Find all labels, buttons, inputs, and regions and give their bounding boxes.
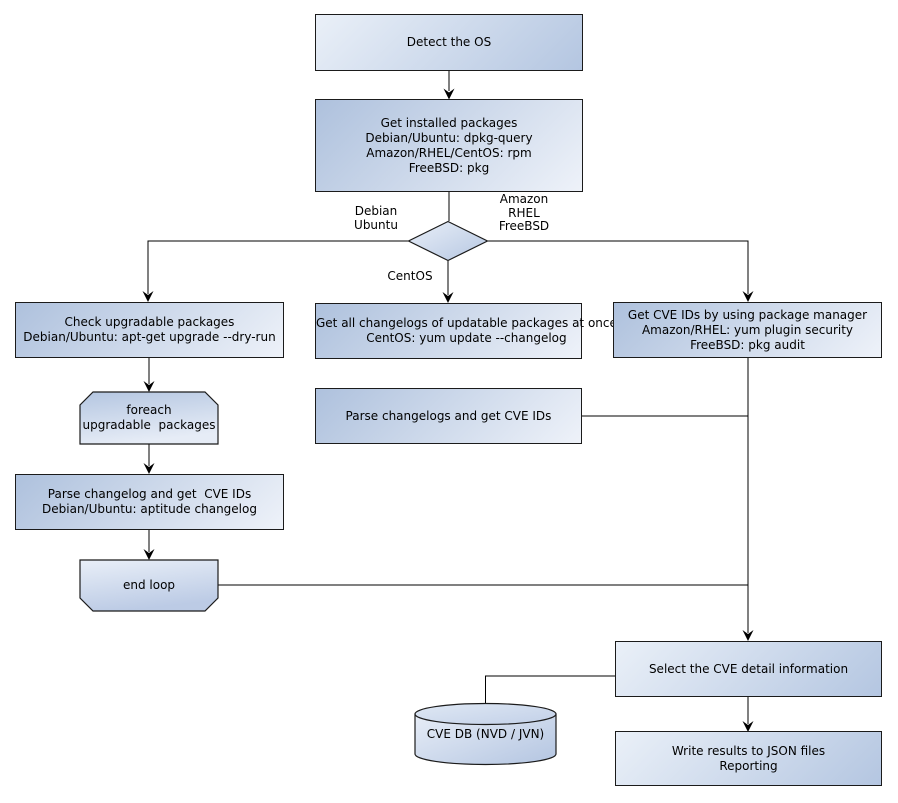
connector-decision-to-getcve — [487, 240, 749, 294]
arrowhead-into-write — [742, 721, 754, 732]
node-parse-changelog: Parse changelog and get CVE IDs Debian/U… — [15, 474, 284, 530]
arrowhead-into-parse — [143, 463, 155, 474]
node-get-all-changelogs: Get all changelogs of updatable packages… — [315, 303, 617, 359]
node-parse-changelog-label: Parse changelog and get CVE IDs Debian/U… — [42, 487, 257, 516]
loop-end-shape — [79, 559, 219, 612]
edge-label-amazon-rhel-freebsd: Amazon RHEL FreeBSD — [498, 192, 550, 233]
edge-label-centos: CentOS — [387, 269, 433, 283]
node-write-results-label: Write results to JSON files Reporting — [671, 743, 826, 773]
database-cylinder-body — [414, 714, 557, 766]
node-get-cve-ids: Get CVE IDs by using package manager Ama… — [613, 302, 882, 358]
arrowhead-into-installed — [443, 88, 455, 100]
node-detect-os: Detect the OS — [315, 14, 583, 71]
connector-cvedb-to-select — [485, 675, 615, 704]
node-get-all-changelogs-label: Get all changelogs of updatable packages… — [316, 316, 617, 345]
node-select-cve-detail-label: Select the CVE detail information — [648, 661, 849, 676]
arrowhead-into-foreach — [143, 381, 155, 392]
database-cylinder-top — [414, 702, 557, 726]
node-get-cve-ids-label: Get CVE IDs by using package manager Ama… — [627, 307, 868, 352]
connector-decision-to-check — [147, 240, 409, 294]
node-select-cve-detail: Select the CVE detail information — [615, 641, 882, 697]
node-parse-changelogs: Parse changelogs and get CVE IDs — [315, 388, 582, 444]
arrowhead-into-getcve — [742, 291, 754, 302]
node-get-installed-packages-label: Get installed packages Debian/Ubuntu: dp… — [365, 115, 533, 175]
arrowhead-into-select — [742, 630, 754, 641]
node-check-upgradable-label: Check upgradable packages Debian/Ubuntu:… — [23, 315, 276, 344]
arrowhead-into-changelogs — [442, 292, 454, 303]
node-detect-os-label: Detect the OS — [406, 35, 492, 49]
node-get-installed-packages: Get installed packages Debian/Ubuntu: dp… — [315, 99, 583, 192]
node-check-upgradable: Check upgradable packages Debian/Ubuntu:… — [15, 302, 284, 358]
loop-start-shape — [79, 391, 219, 445]
node-parse-changelogs-label: Parse changelogs and get CVE IDs — [345, 408, 552, 423]
arrowhead-into-check — [142, 291, 154, 302]
node-write-results: Write results to JSON files Reporting — [615, 731, 882, 786]
arrowhead-into-endloop — [143, 549, 155, 560]
edge-label-debian-ubuntu: Debian Ubuntu — [354, 204, 398, 232]
decision-diamond-os — [407, 220, 489, 262]
